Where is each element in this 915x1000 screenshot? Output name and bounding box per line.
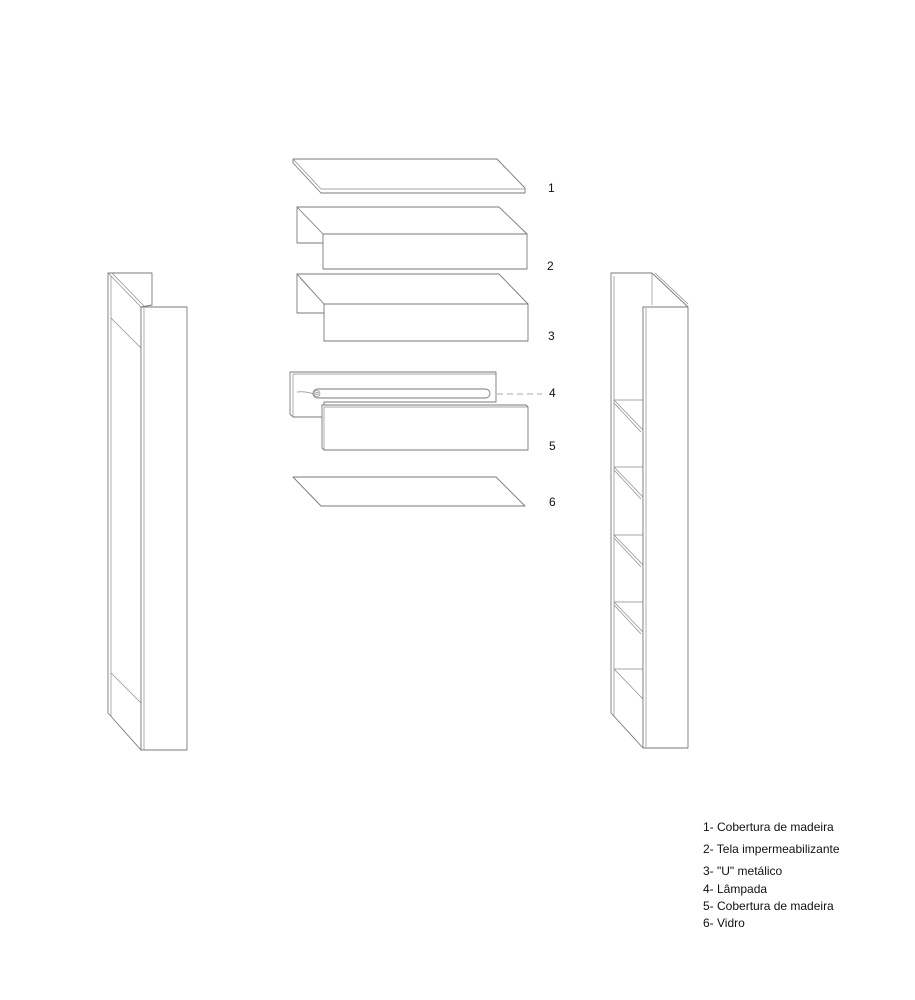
callout-4: 4 bbox=[549, 386, 556, 400]
legend: 1- Cobertura de madeira 2- Tela impermea… bbox=[703, 818, 840, 932]
callout-6: 6 bbox=[549, 495, 556, 509]
legend-item: 3- "U" metálico bbox=[703, 864, 783, 878]
callout-5: 5 bbox=[549, 439, 556, 453]
piece-3-metal-u bbox=[296, 273, 529, 342]
legend-item: 2- Tela impermeabilizante bbox=[703, 842, 840, 856]
legend-item: 1- Cobertura de madeira bbox=[703, 820, 834, 834]
shelves bbox=[613, 399, 645, 700]
callout-2: 2 bbox=[547, 259, 554, 273]
piece-6-glass bbox=[292, 476, 526, 507]
callout-3: 3 bbox=[548, 329, 555, 343]
piece-5-wood-cover bbox=[321, 404, 529, 451]
right-column bbox=[610, 272, 689, 749]
piece-4-lamp bbox=[289, 371, 542, 418]
legend-item: 6- Vidro bbox=[703, 916, 745, 930]
left-column bbox=[107, 272, 188, 751]
callout-1: 1 bbox=[548, 181, 555, 195]
piece-2-waterproof-membrane bbox=[296, 206, 528, 270]
legend-item: 5- Cobertura de madeira bbox=[703, 899, 834, 913]
legend-item: 4- Lâmpada bbox=[703, 882, 768, 896]
piece-1-wood-cover bbox=[292, 158, 526, 194]
